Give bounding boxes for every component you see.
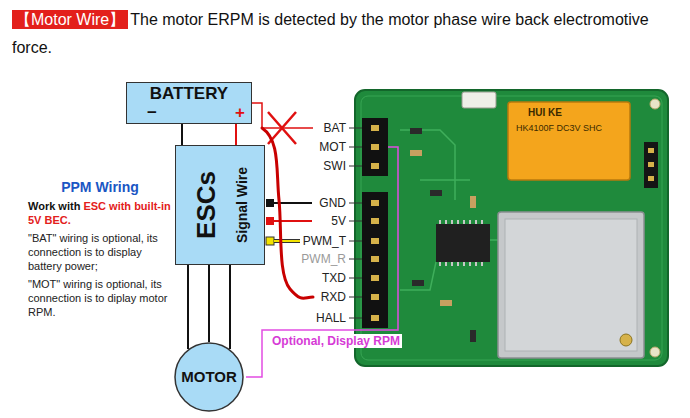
header-pin	[371, 294, 379, 300]
header-pin	[648, 176, 654, 181]
header-pin	[371, 125, 379, 131]
signal-pin-pwm	[266, 237, 274, 245]
signal-pin-5v	[266, 217, 274, 225]
wire-connector	[229, 265, 231, 349]
wire-connector	[181, 124, 183, 145]
pin-label: BAT	[324, 121, 346, 135]
battery-box: BATTERY− +	[126, 82, 252, 124]
pin-label: RXD	[321, 290, 346, 304]
esc-box: ESCs Signal Wire	[175, 145, 265, 265]
rf-shield-top	[505, 219, 637, 351]
wire-connector	[187, 265, 189, 349]
mount-hole	[650, 99, 660, 109]
header-pin	[371, 238, 379, 244]
heading-badge: 【Motor Wire】	[12, 10, 128, 29]
header-pin	[371, 275, 379, 281]
header-pin	[371, 218, 379, 224]
pin-label-row: PWM_T	[303, 233, 346, 249]
pin-label-row: MOT	[319, 139, 346, 155]
motor-circle: MOTOR	[174, 342, 244, 412]
smd-part	[410, 128, 422, 134]
white-connector	[462, 92, 496, 108]
note-text: "BAT" wiring is optional, its connection…	[28, 231, 172, 273]
header-pin	[648, 148, 654, 153]
hand-drawn-wire	[262, 128, 313, 298]
pin-label: PWM_T	[303, 234, 346, 248]
header-pin	[371, 200, 379, 206]
component-marking: HK4100F DC3V SHC	[516, 123, 602, 133]
smd-part	[412, 280, 424, 286]
smd-part	[470, 196, 476, 208]
note-text: "MOT" wiring is optional, its connection…	[28, 277, 172, 319]
pin-label: SWI	[323, 159, 346, 173]
battery-title: BATTERY	[127, 84, 251, 104]
rpm-note: Optional, Display RPM	[270, 334, 402, 349]
pcb-trace	[400, 130, 498, 290]
pin-label-row: 5V	[331, 213, 346, 229]
header-pin	[371, 315, 379, 321]
esc-title: ESCs	[191, 171, 221, 239]
pwm-wire-outline	[274, 239, 300, 243]
signal-pin-gnd	[266, 199, 274, 207]
ppm-heading: PPM Wiring	[26, 178, 174, 196]
header-pin	[371, 144, 379, 150]
header-pin	[648, 162, 654, 167]
pin-leader-lines	[349, 128, 362, 318]
smd-part	[470, 330, 476, 342]
pin-label-row: HALL	[316, 310, 346, 326]
pin-label-row: SWI	[323, 158, 346, 174]
pcb-edge-trace	[361, 96, 662, 360]
section-heading: PPM Wiring	[61, 179, 139, 195]
note-text: Work with	[28, 200, 80, 212]
pin-label-row: PWM_R	[301, 251, 346, 267]
pin-header	[362, 192, 388, 328]
pin-label-row: TXD	[322, 270, 346, 286]
header-pin	[371, 256, 379, 262]
motor-circle-shape	[175, 343, 243, 411]
pcb-board	[355, 90, 668, 366]
pin-label: MOT	[319, 140, 346, 154]
ic-pins	[440, 220, 482, 266]
relay	[508, 102, 630, 180]
ic-chip	[436, 224, 490, 262]
smd-part	[430, 190, 442, 196]
pin-header	[362, 118, 388, 176]
plus-sign: +	[235, 104, 245, 122]
signal-wire-label: Signal Wire	[234, 167, 250, 243]
pin-label: GND	[319, 196, 346, 210]
mount-hole	[650, 347, 660, 357]
pin-label: TXD	[322, 271, 346, 285]
relay-marking: HUI KE	[528, 107, 562, 119]
header-pin	[371, 163, 379, 169]
minus-sign: −	[147, 104, 157, 122]
pwm-wire	[274, 240, 300, 242]
component-marking: HUI KE	[528, 107, 562, 118]
motor-title: MOTOR	[181, 368, 237, 386]
pin-label: HALL	[316, 311, 346, 325]
smd-part	[410, 150, 422, 156]
antenna-socket	[620, 334, 632, 346]
wire-connector	[208, 265, 210, 342]
pin-label-row: BAT	[324, 120, 346, 136]
pin-label-row: GND	[319, 195, 346, 211]
heading: 【Motor Wire】The motor ERPM is detected b…	[12, 6, 680, 62]
relay-marking: HK4100F DC3V SHC	[516, 123, 602, 134]
wire-note: Optional, Display RPM	[270, 334, 402, 348]
pin-label: PWM_R	[301, 252, 346, 266]
smd-part	[440, 300, 452, 306]
side-pin-header	[644, 142, 658, 188]
pin-label: 5V	[331, 214, 346, 228]
ppm-notes: Work with ESC with built-in 5V BEC."BAT"…	[28, 199, 172, 319]
wire-connector	[235, 124, 237, 145]
pin-label-row: RXD	[321, 289, 346, 305]
rf-shield	[498, 212, 644, 358]
